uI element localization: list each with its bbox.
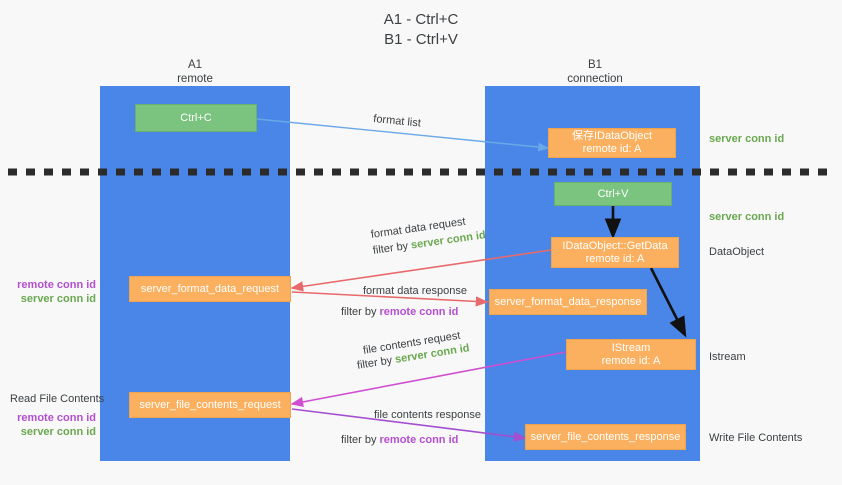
node-getdata-line2: remote id: A <box>585 252 645 265</box>
page-title: A1 - Ctrl+C B1 - Ctrl+V <box>0 10 842 50</box>
node-server-format-data-response[interactable]: server_format_data_response <box>489 289 647 315</box>
filter-by-text-4: filter by <box>341 434 380 446</box>
annotation-server-conn-id-mid: server conn id <box>709 211 785 223</box>
annotation-dataobject: DataObject <box>709 246 765 258</box>
lane-a1-subtitle: remote <box>177 73 213 85</box>
edge-label-format-data-response: format data response <box>363 285 467 297</box>
annotation-read-file-contents: Read File Contents <box>10 393 105 405</box>
node-ctrl-v[interactable]: Ctrl+V <box>554 182 672 206</box>
filter-by-text-2: filter by <box>341 306 380 318</box>
annotation-conn-ids-format: remote conn id server conn id <box>0 278 96 306</box>
annotation-server-conn-id-2: server conn id <box>20 426 96 438</box>
remote-conn-id-text-2: remote conn id <box>379 434 459 446</box>
node-server-format-data-response-label: server_format_data_response <box>494 295 642 308</box>
annotation-server-conn-id-1: server conn id <box>20 293 96 305</box>
node-ctrl-v-label: Ctrl+V <box>597 187 629 200</box>
edge-label-file-contents-response: file contents response <box>374 409 482 421</box>
annotation-istream: Istream <box>709 351 746 363</box>
node-server-format-data-request-label: server_format_data_request <box>140 282 280 295</box>
filter-by-text-1: filter by <box>372 239 412 257</box>
node-server-file-contents-response[interactable]: server_file_contents_response <box>525 424 686 450</box>
node-istream-line1: IStream <box>611 341 651 354</box>
node-ctrl-c[interactable]: Ctrl+C <box>135 104 257 132</box>
annotation-server-conn-id-top: server conn id <box>709 133 785 145</box>
node-istream-line2: remote id: A <box>601 354 661 367</box>
lane-b1-title: B1 <box>587 59 603 71</box>
node-istream[interactable]: IStream remote id: A <box>566 339 696 370</box>
node-save-idataobject[interactable]: 保存IDataObject remote id: A <box>548 128 676 158</box>
remote-conn-id-text-1: remote conn id <box>379 306 459 318</box>
node-save-idataobject-line2: remote id: A <box>582 143 642 155</box>
annotation-remote-conn-id-1: remote conn id <box>17 279 96 291</box>
edge-label-format-data-response-filter: filter by remote conn id <box>341 305 458 319</box>
lane-b1-subtitle: connection <box>567 73 623 85</box>
edge-label-file-contents-response-filter: filter by remote conn id <box>341 433 458 447</box>
lane-header-a1: A1 remote <box>120 58 270 86</box>
lane-header-b1: B1 connection <box>520 58 670 86</box>
edge-label-format-list: format list <box>372 112 422 130</box>
node-ctrl-c-label: Ctrl+C <box>180 111 212 124</box>
node-server-file-contents-request[interactable]: server_file_contents_request <box>129 392 291 418</box>
lane-a1-title: A1 <box>187 59 203 71</box>
title-line-2: B1 - Ctrl+V <box>384 31 458 48</box>
filter-by-text-3: filter by <box>356 353 397 372</box>
node-server-file-contents-request-label: server_file_contents_request <box>139 398 281 411</box>
node-idataobject-getdata[interactable]: IDataObject::GetData remote id: A <box>551 237 679 268</box>
node-server-file-contents-response-label: server_file_contents_response <box>530 430 681 443</box>
annotation-write-file-contents: Write File Contents <box>709 432 803 444</box>
annotation-conn-ids-file: remote conn id server conn id <box>0 411 96 439</box>
node-save-idataobject-line1: 保存IDataObject <box>571 130 653 142</box>
node-server-format-data-request[interactable]: server_format_data_request <box>129 276 291 302</box>
annotation-remote-conn-id-2: remote conn id <box>17 412 96 424</box>
node-getdata-line1: IDataObject::GetData <box>562 239 668 252</box>
title-line-1: A1 - Ctrl+C <box>383 11 459 28</box>
